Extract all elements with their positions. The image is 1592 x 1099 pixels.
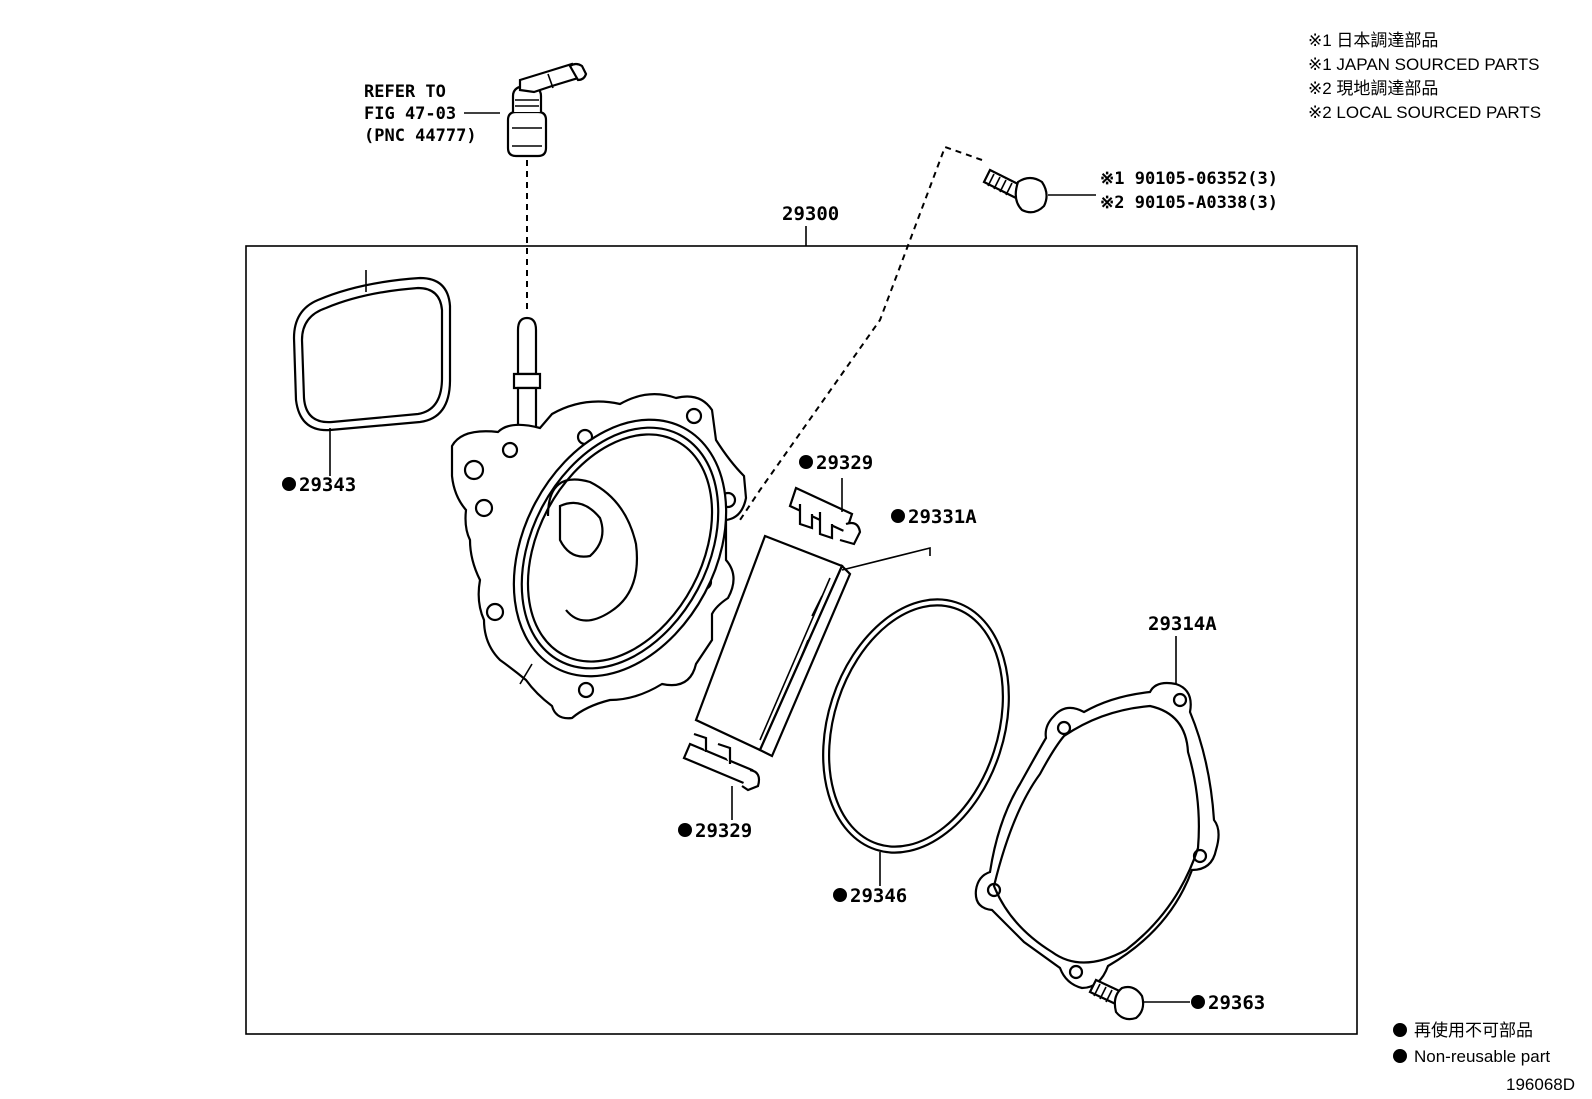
legend-en: Non-reusable part — [1414, 1047, 1550, 1066]
element-label: 29331A — [908, 506, 977, 528]
cover-label: 29314A — [1148, 613, 1217, 635]
cover-screw-label: 29363 — [1208, 992, 1265, 1014]
bolt-number-local: ※2 90105-A0338(3) — [1100, 193, 1278, 213]
clip-upper — [788, 478, 862, 546]
clip-lower — [682, 732, 761, 820]
gasket-29343 — [292, 270, 452, 476]
non-reusable-dot — [891, 509, 905, 523]
refer-note: REFER TO FIG 47-03 (PNC 44777) — [364, 82, 500, 146]
legend: 再使用不可部品 Non-reusable part — [1393, 1020, 1550, 1066]
hose-connector — [506, 62, 588, 158]
note-japan-en: ※1 JAPAN SOURCED PARTS — [1308, 55, 1540, 74]
note-japan-jp: ※1 日本調達部品 — [1308, 31, 1438, 50]
bolt-number-japan: ※1 90105-06352(3) — [1100, 169, 1278, 189]
non-reusable-dot — [282, 477, 296, 491]
housing-bolt — [982, 168, 1096, 214]
note-local-en: ※2 LOCAL SOURCED PARTS — [1308, 103, 1541, 122]
clip-upper-label: 29329 — [816, 452, 873, 474]
non-reusable-dot — [1191, 995, 1205, 1009]
refer-line-1: REFER TO — [364, 82, 446, 102]
filter-element — [694, 534, 931, 758]
housing-body — [450, 316, 748, 720]
legend-dot-icon — [1393, 1049, 1407, 1063]
clip-lower-label: 29329 — [695, 820, 752, 842]
o-ring — [822, 598, 1010, 886]
assembly-box — [245, 245, 1358, 1035]
refer-line-3: (PNC 44777) — [364, 126, 477, 146]
sourcing-notes: ※1 日本調達部品 ※1 JAPAN SOURCED PARTS ※2 現地調達… — [1308, 31, 1541, 122]
legend-jp: 再使用不可部品 — [1414, 1020, 1533, 1040]
figure-id: 196068D — [1506, 1075, 1575, 1094]
legend-dot-icon — [1393, 1023, 1407, 1037]
non-reusable-dot — [799, 455, 813, 469]
oring-label: 29346 — [850, 885, 907, 907]
refer-line-2: FIG 47-03 — [364, 104, 456, 124]
non-reusable-dot — [833, 888, 847, 902]
cover: 29314A — [974, 613, 1220, 990]
non-reusable-dot — [678, 823, 692, 837]
note-local-jp: ※2 現地調達部品 — [1308, 79, 1438, 98]
assembly-label: 29300 — [782, 203, 839, 225]
gasket-label: 29343 — [299, 474, 356, 496]
cover-screw — [1088, 978, 1190, 1021]
